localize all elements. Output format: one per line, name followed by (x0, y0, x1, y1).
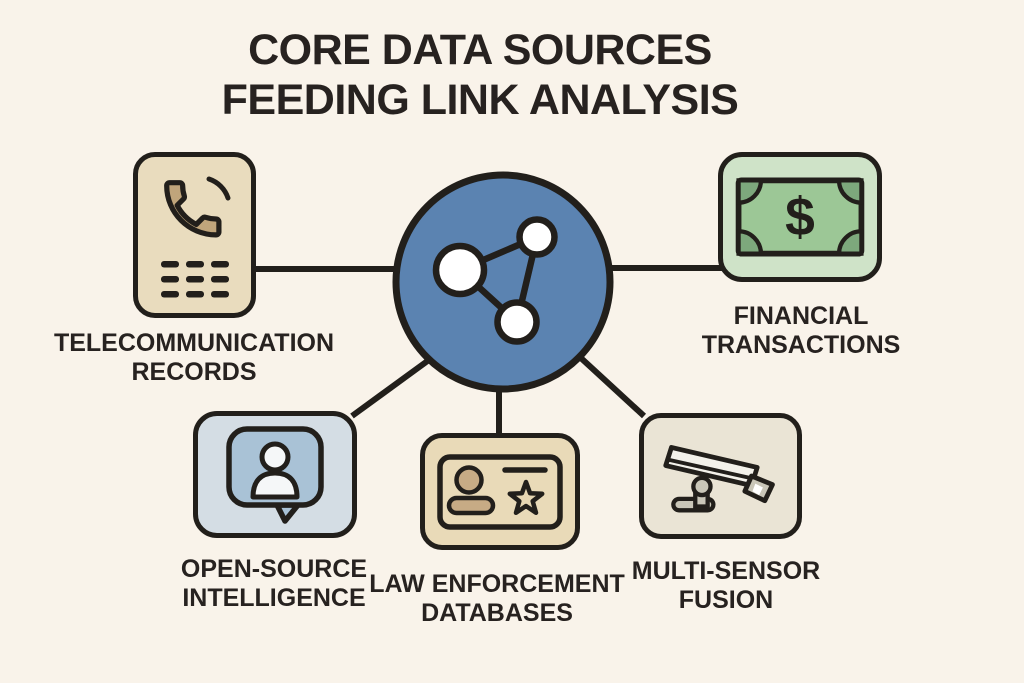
dollar-sign: $ (785, 188, 815, 247)
card-law-enforcement-databases (420, 433, 580, 550)
banknote-icon: $ (735, 177, 865, 257)
card-multi-sensor-fusion (639, 413, 802, 539)
badge-star-icon (507, 479, 545, 515)
cctv-camera-icon (662, 445, 775, 513)
id-card-icon (437, 453, 563, 530)
link-analysis-hub-node (392, 171, 614, 393)
label-open-source-intelligence: OPEN-SOURCE INTELLIGENCE (180, 555, 368, 612)
title-line-1: CORE DATA SOURCES (248, 26, 712, 74)
label-law-enforcement-databases: LAW ENFORCEMENT DATABASES (369, 570, 625, 627)
label-telecommunication-records: TELECOMMUNICATION RECORDS (53, 329, 335, 386)
banknote-corners (736, 178, 864, 256)
network-graph-icon (432, 216, 558, 345)
label-multi-sensor-fusion: MULTI-SENSOR FUSION (631, 557, 821, 614)
camera-lens-slit (751, 483, 763, 496)
card-financial-transactions: $ (718, 152, 882, 282)
keypad-dashes (160, 261, 229, 298)
phone-icon (160, 176, 230, 298)
card-open-source-intelligence (193, 411, 357, 538)
person-chat-bubble-icon (226, 425, 324, 524)
title-line-2: FEEDING LINK ANALYSIS (221, 76, 739, 125)
label-financial-transactions: FINANCIAL TRANSACTIONS (701, 302, 901, 359)
page-title: CORE DATA SOURCES FEEDING LINK ANALYSIS (0, 25, 960, 126)
card-telecommunication-records (133, 152, 256, 318)
